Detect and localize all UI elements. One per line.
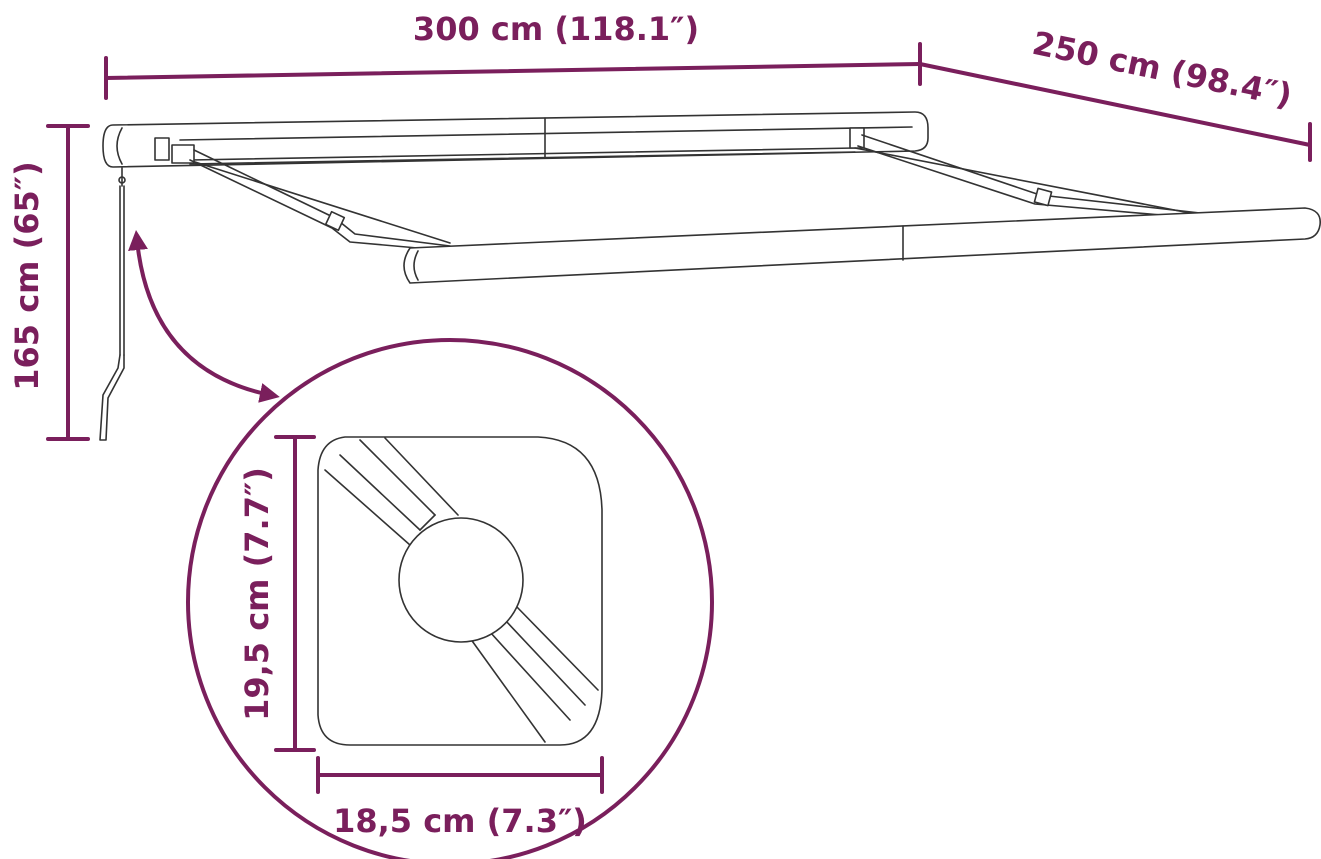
left-arm-hinge — [171, 144, 195, 164]
rail-upper-b — [339, 454, 421, 531]
roller-bar-lower — [189, 151, 856, 165]
width-label: 300 cm (118.1″) — [413, 10, 699, 48]
rail-lower-c — [489, 631, 571, 721]
left-arm-upper — [193, 149, 451, 247]
cassette-detail-callout: 19,5 cm (7.7″) 18,5 cm (7.3″) — [186, 338, 714, 859]
roller-bar — [189, 147, 856, 161]
width-dimension: 300 cm (118.1″) — [104, 10, 922, 100]
rail-upper-cap — [419, 514, 436, 531]
profile-height-label: 19,5 cm (7.7″) — [238, 467, 276, 721]
front-bar-end-cap — [413, 250, 419, 281]
left-bracket — [154, 137, 170, 161]
rail-upper-a — [324, 469, 411, 546]
right-arm-elbow — [1033, 187, 1053, 207]
projection-dimension: 250 cm (98.4″) — [918, 24, 1312, 162]
roller-tube — [398, 517, 524, 643]
cassette-body — [102, 111, 929, 168]
cassette-groove — [179, 126, 913, 141]
left-arm-lower — [189, 159, 441, 251]
crank-handle-grip — [99, 354, 125, 441]
rail-upper-c — [359, 439, 436, 516]
projection-label: 250 cm (98.4″) — [1029, 24, 1295, 115]
left-arm-elbow — [324, 210, 346, 232]
right-arm-lower — [857, 145, 1196, 219]
detail-circle — [186, 338, 714, 859]
crank-eye — [118, 176, 126, 184]
height-label: 165 cm (65″) — [8, 161, 46, 390]
cassette-end-cap — [116, 127, 123, 165]
rail-lower-b — [504, 619, 586, 706]
front-bar — [403, 207, 1321, 284]
fabric-left-edge — [194, 161, 451, 244]
profile-width-label: 18,5 cm (7.3″) — [333, 802, 587, 840]
rail-upper-d — [384, 437, 459, 516]
curved-double-arrow-icon — [128, 230, 280, 403]
fabric-right-edge — [854, 147, 1201, 216]
rail-lower-a — [514, 604, 599, 691]
projection-dim-line — [918, 62, 1312, 147]
callout-arrow-path — [128, 230, 280, 403]
height-dimension: 165 cm (65″) — [8, 124, 90, 441]
right-bracket — [849, 127, 865, 149]
width-dim-line — [104, 62, 922, 80]
rail-lower-d — [469, 637, 546, 743]
awning-drawing — [99, 111, 1321, 441]
